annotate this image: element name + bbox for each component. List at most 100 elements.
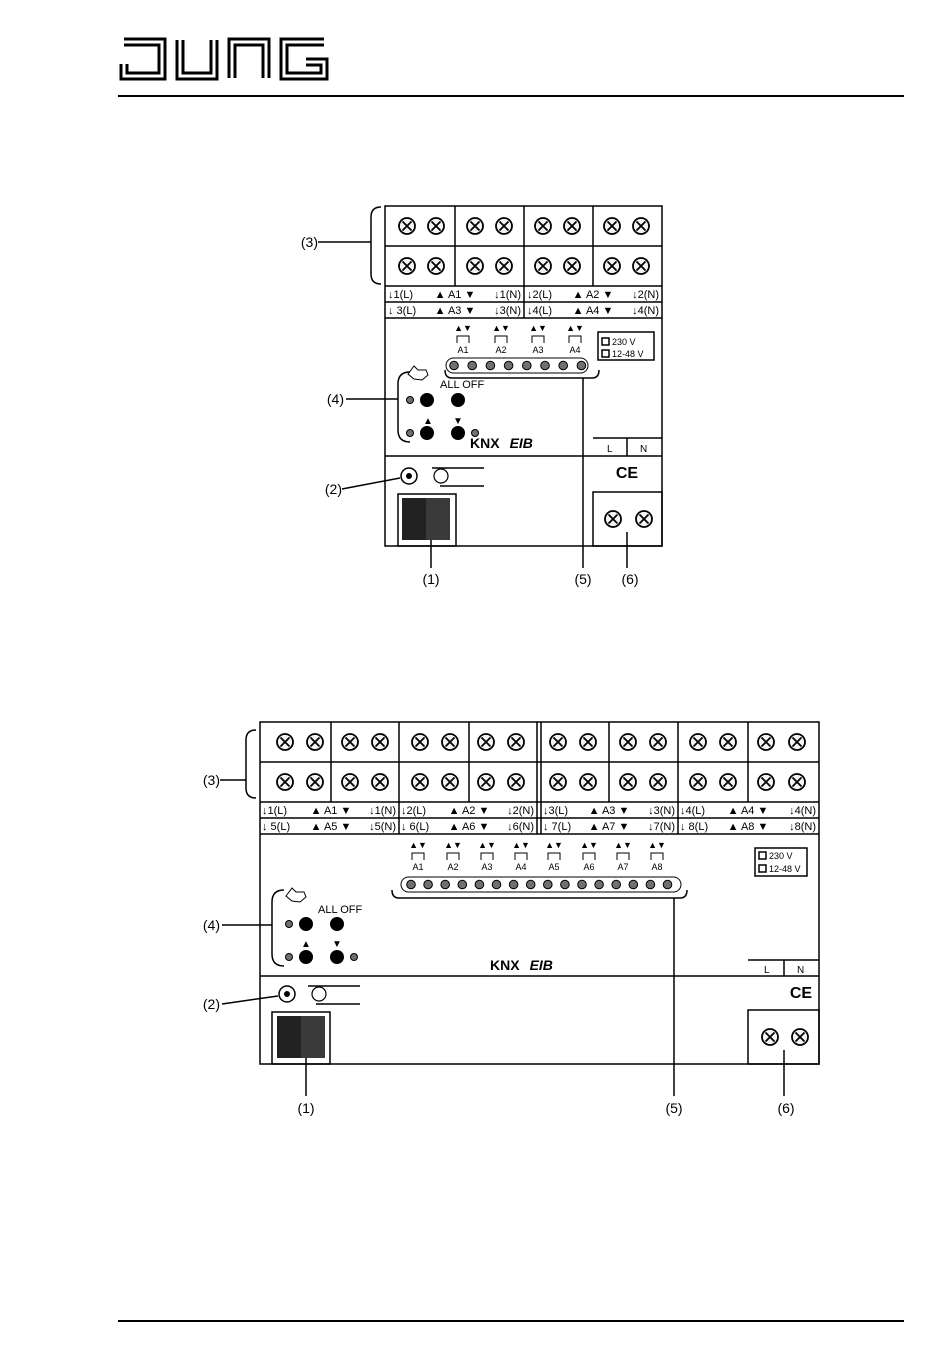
- status-led: [457, 879, 468, 890]
- status-led: [558, 360, 569, 371]
- terminal-screw-slot: [480, 776, 492, 788]
- terminal-label: ↓1(L): [262, 805, 287, 817]
- down-button: [330, 950, 344, 964]
- programming-led: [433, 468, 449, 484]
- terminal-screw-slot: [566, 220, 578, 232]
- led-down: [471, 429, 479, 437]
- terminal-label: ↓5(N): [369, 821, 396, 833]
- terminal-screw-slot: [344, 736, 356, 748]
- terminal-screw-slot: [537, 260, 549, 272]
- programming-button-center: [284, 991, 290, 997]
- manual-hand-icon: [285, 887, 307, 903]
- channel-label: A4: [515, 862, 526, 872]
- channel-label: A1: [457, 345, 468, 355]
- terminal-label: ↓7(N): [648, 821, 675, 833]
- terminal-label: ▲ A5 ▼: [311, 821, 352, 833]
- callout-5: (5): [574, 571, 591, 587]
- terminal-screw-slot: [469, 220, 481, 232]
- bus-terminal-black: [277, 1016, 301, 1058]
- led-down: [350, 953, 358, 961]
- knx-logo-text: KNX: [490, 957, 520, 973]
- manual-mode-led: [285, 920, 293, 928]
- terminal-screw-slot: [279, 736, 291, 748]
- terminal-screw-slot: [652, 776, 664, 788]
- terminal-screw-slot: [414, 776, 426, 788]
- terminal-screw-slot: [401, 260, 413, 272]
- terminal-label: ▲ A2 ▼: [449, 805, 490, 817]
- status-led: [491, 879, 502, 890]
- l-terminal-label: L: [764, 965, 770, 976]
- status-led: [560, 879, 570, 890]
- manual-mode-led: [406, 396, 414, 404]
- terminal-screw-slot: [552, 736, 564, 748]
- terminal-label: ↓ 7(L): [543, 821, 571, 833]
- channel-bracket: [494, 335, 508, 343]
- led-direction-arrows: ▲▼: [409, 840, 427, 850]
- led-direction-arrows: ▲▼: [512, 840, 530, 850]
- terminal-label: ↓ 5(L): [262, 821, 290, 833]
- led-direction-arrows: ▲▼: [545, 840, 563, 850]
- terminal-screw-slot: [374, 736, 386, 748]
- status-led: [503, 360, 514, 371]
- terminal-screw-slot: [510, 736, 522, 748]
- channel-label: A4: [569, 345, 580, 355]
- terminal-screw-slot: [622, 736, 634, 748]
- terminal-label: ▲ A4 ▼: [728, 805, 769, 817]
- terminal-screw-slot: [430, 260, 442, 272]
- voltage-12-48-label: 12-48 V: [769, 864, 801, 874]
- terminal-label: ↓8(N): [789, 821, 816, 833]
- up-button: [299, 950, 313, 964]
- terminal-screw-slot: [791, 776, 803, 788]
- status-led: [449, 360, 459, 371]
- terminal-screw-slot: [722, 736, 734, 748]
- terminal-screw-slot: [430, 220, 442, 232]
- all-off-button: [451, 393, 465, 407]
- terminal-label: ▲ A3 ▼: [589, 805, 630, 817]
- terminal-label: ↓1(N): [369, 805, 396, 817]
- n-terminal-label: N: [797, 965, 804, 976]
- terminal-label: ▲ A7 ▼: [589, 821, 630, 833]
- callout-4: (4): [203, 917, 220, 933]
- channel-bracket: [531, 335, 545, 343]
- channel-label: A8: [651, 862, 662, 872]
- header-rule: [118, 95, 904, 97]
- terminal-screw-slot: [444, 736, 456, 748]
- terminal-screw-slot: [537, 220, 549, 232]
- terminal-screw-slot: [480, 736, 492, 748]
- callout-1: (1): [422, 571, 439, 587]
- terminal-label: ↓2(N): [507, 805, 534, 817]
- terminal-label: ▲ A2 ▼: [573, 289, 614, 301]
- bus-terminal-red: [301, 1016, 325, 1058]
- knx-logo-text: KNX: [470, 435, 500, 451]
- callout-5: (5): [665, 1100, 682, 1116]
- terminal-label: ▲ A4 ▼: [573, 305, 614, 317]
- terminal-screw-slot: [791, 736, 803, 748]
- terminal-screw-slot: [760, 736, 772, 748]
- terminal-screw-slot: [469, 260, 481, 272]
- status-led: [406, 879, 416, 890]
- terminal-label: ↓4(N): [789, 805, 816, 817]
- voltage-230-label: 230 V: [769, 851, 793, 861]
- jung-logo: [118, 30, 334, 91]
- manual-button: [420, 393, 434, 407]
- callout-2: (2): [203, 996, 220, 1012]
- callout-2: (2): [325, 481, 342, 497]
- led-direction-arrows: ▲▼: [478, 840, 496, 850]
- terminal-screw-slot: [498, 260, 510, 272]
- led-direction-arrows: ▲▼: [529, 323, 547, 333]
- down-arrow-label: ▼: [332, 939, 342, 950]
- supply-screw-slot: [764, 1031, 776, 1043]
- status-led: [474, 879, 485, 890]
- terminal-screw-slot: [760, 776, 772, 788]
- terminal-screw-slot: [722, 776, 734, 788]
- status-led: [467, 360, 478, 371]
- jung-logo-graphic: [119, 37, 329, 81]
- terminal-screw-slot: [606, 220, 618, 232]
- terminal-label: ▲ A6 ▼: [449, 821, 490, 833]
- terminal-label: ↓3(N): [648, 805, 675, 817]
- ce-mark: CE: [616, 465, 639, 482]
- terminal-label: ↓ 8(L): [680, 821, 708, 833]
- channel-bracket: [650, 852, 664, 860]
- channel-label: A5: [548, 862, 559, 872]
